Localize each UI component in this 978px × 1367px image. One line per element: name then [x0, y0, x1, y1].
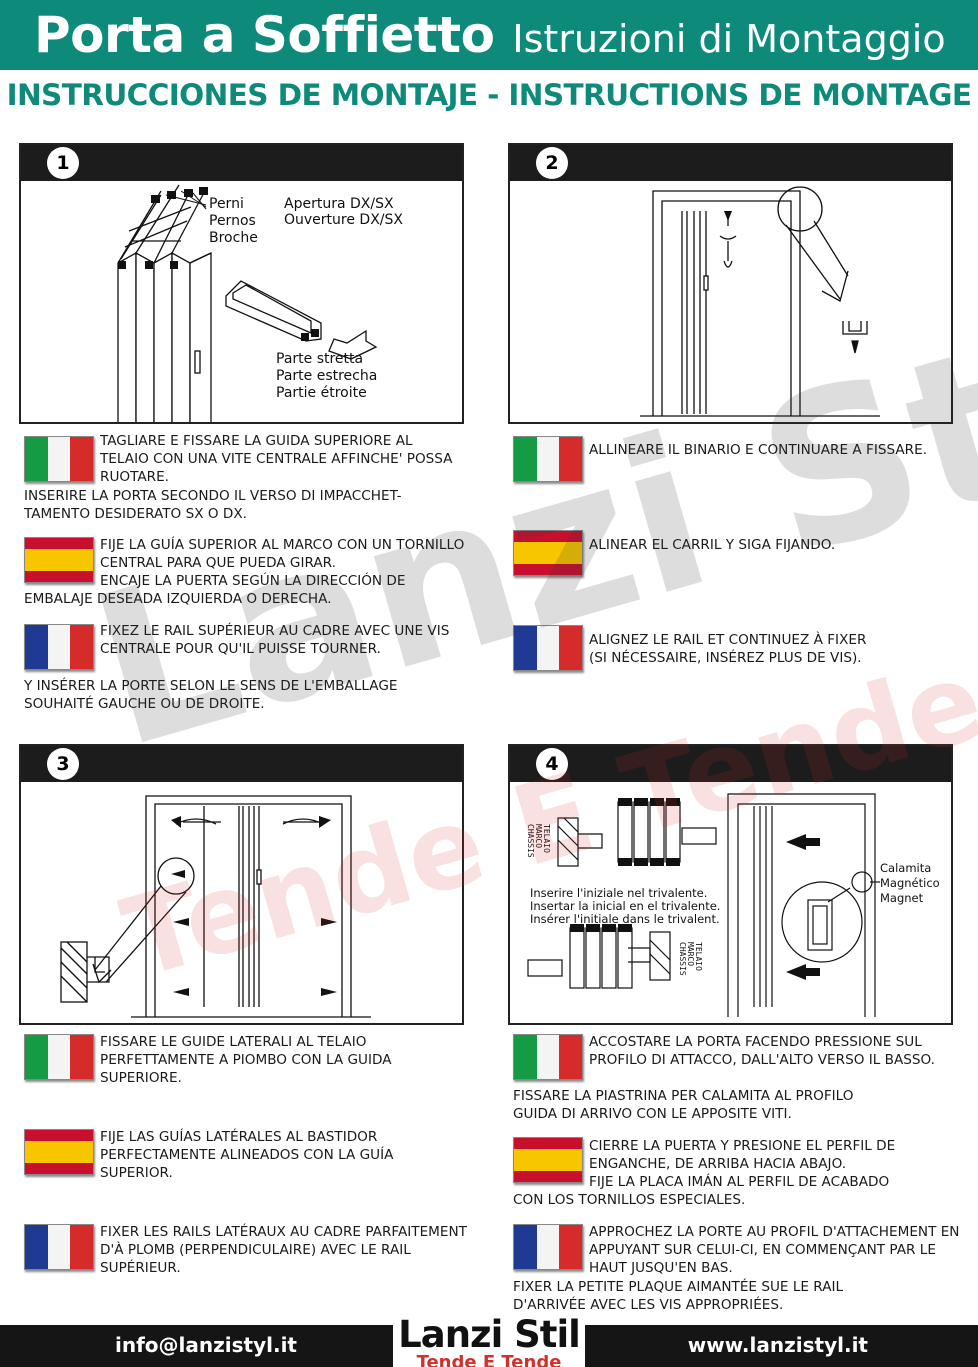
- chassis-label-bottom: CHASSIS: [678, 942, 687, 976]
- pins-label-es: Pernos: [209, 213, 256, 229]
- flag-fr-step2: [513, 625, 583, 671]
- logo-tagline: Tende E Tende: [416, 1355, 562, 1367]
- insert-label-es: Insertar la inicial en el trivalente.: [530, 899, 720, 913]
- magnet-label-it: Calamita: [880, 861, 931, 875]
- flag-es-step4: [513, 1137, 583, 1183]
- step-3-number: 3: [47, 748, 79, 780]
- step-1-panel: 1 Perni Pernos Broche Apertura D: [19, 143, 464, 424]
- magnet-label-fr: Magnet: [880, 891, 924, 905]
- brand-logo: Lanzi Stil Tende E Tende: [393, 1315, 585, 1367]
- step-1-header-bar: [21, 145, 462, 181]
- flag-it-step4: [513, 1034, 583, 1080]
- flag-es-step1: [24, 537, 94, 583]
- step-2-number: 2: [536, 147, 568, 179]
- languages-subtitle: INSTRUCCIONES DE MONTAJE - INSTRUCTIONS …: [6, 78, 972, 112]
- step-2-panel: 2: [508, 143, 953, 424]
- step2-text-fr: ALIGNEZ LE RAIL ET CONTINUEZ À FIXER (SI…: [589, 632, 867, 667]
- step-3-diagram: [60, 795, 371, 1018]
- narrow-label-it: Parte stretta: [276, 351, 363, 367]
- step2-text-es: ALINEAR EL CARRIL Y SIGA FIJANDO.: [589, 537, 836, 553]
- step-1-number: 1: [47, 147, 79, 179]
- insert-label-it: Inserire l'iniziale nel trivalente.: [530, 886, 707, 900]
- step-1-diagram: Perni Pernos Broche Apertura DX/SX Ouver…: [117, 184, 403, 422]
- insert-label-fr: Insérer l'initiale dans le trivalent.: [530, 912, 720, 926]
- narrow-label-es: Parte estrecha: [276, 368, 377, 384]
- step3-text-es: FIJE LAS GUÍAS LATÉRALES AL BASTIDOR PER…: [100, 1129, 394, 1182]
- pins-label-it: Perni: [209, 196, 244, 212]
- pins-label-fr: Broche: [209, 230, 258, 246]
- step-4-header-bar: [510, 746, 951, 782]
- page-subtitle: Istruzioni di Montaggio: [512, 17, 946, 61]
- magnet-label-es: Magnético: [880, 876, 940, 890]
- email-link[interactable]: info@lanzistyl.it: [115, 1333, 297, 1357]
- flag-it-step1: [24, 436, 94, 482]
- step1-text-es: FIJE LA GUÍA SUPERIOR AL MARCO CON UN TO…: [100, 537, 465, 590]
- telaio-label-bottom: TELAIO: [694, 942, 703, 971]
- marco-label-bottom: MARCO: [686, 942, 695, 966]
- step3-text-fr: FIXER LES RAILS LATÉRAUX AU CADRE PARFAI…: [100, 1224, 467, 1277]
- step-3-header-bar: [21, 746, 462, 782]
- narrow-label-fr: Partie étroite: [276, 385, 367, 401]
- step4-text-fr: APPROCHEZ LA PORTE AU PROFIL D'ATTACHEME…: [589, 1224, 960, 1277]
- step-4-number: 4: [536, 748, 568, 780]
- step-4-panel: 4: [508, 744, 953, 1025]
- page-title: Porta a Soffietto: [34, 6, 495, 64]
- logo-name: Lanzi Stil: [398, 1313, 581, 1356]
- step4-text-it: ACCOSTARE LA PORTA FACENDO PRESSIONE SUL…: [589, 1034, 935, 1069]
- flag-it-step3: [24, 1034, 94, 1080]
- step-2-diagram: [640, 186, 880, 417]
- website-link[interactable]: www.lanzistyl.it: [687, 1333, 868, 1357]
- step4-text-es-extra: CON LOS TORNILLOS ESPECIALES.: [513, 1192, 746, 1208]
- step1-text-it-extra: INSERIRE LA PORTA SECONDO IL VERSO DI IM…: [24, 488, 402, 523]
- step-4-diagram: CHASSIS MARCO TELAIO CHASSIS MARCO TELAI…: [526, 793, 940, 1017]
- step-2-header-bar: [510, 145, 951, 181]
- step4-text-es: CIERRE LA PUERTA Y PRESIONE EL PERFIL DE…: [589, 1138, 896, 1191]
- opening-label-it: Apertura DX/SX: [284, 196, 394, 212]
- flag-es-step2: [513, 530, 583, 576]
- step1-text-fr-extra: Y INSÉRER LA PORTE SELON LE SENS DE L'EM…: [24, 678, 398, 713]
- opening-label-fr: Ouverture DX/SX: [284, 212, 403, 228]
- flag-fr-step1: [24, 624, 94, 670]
- step4-text-it-extra: FISSARE LA PIASTRINA PER CALAMITA AL PRO…: [513, 1088, 854, 1123]
- step1-text-it: TAGLIARE E FISSARE LA GUIDA SUPERIORE AL…: [100, 433, 453, 486]
- flag-fr-step4: [513, 1224, 583, 1270]
- page-header: Porta a Soffietto Istruzioni di Montaggi…: [0, 0, 978, 70]
- page-footer: info@lanzistyl.it Lanzi Stil Tende E Ten…: [0, 1315, 978, 1367]
- step-3-panel: 3: [19, 744, 464, 1025]
- marco-label-top: MARCO: [534, 824, 543, 848]
- flag-es-step3: [24, 1129, 94, 1175]
- flag-it-step2: [513, 436, 583, 482]
- step1-text-fr: FIXEZ LE RAIL SUPÉRIEUR AU CADRE AVEC UN…: [100, 623, 450, 658]
- step1-text-es-extra: EMBALAJE DESEADA IZQUIERDA O DERECHA.: [24, 591, 332, 607]
- step2-text-it: ALLINEARE IL BINARIO E CONTINUARE A FISS…: [589, 442, 928, 458]
- step4-text-fr-extra: FIXER LA PETITE PLAQUE AIMANTÉE SUE LE R…: [513, 1279, 844, 1314]
- flag-fr-step3: [24, 1224, 94, 1270]
- chassis-label-top: CHASSIS: [526, 824, 535, 858]
- telaio-label-top: TELAIO: [542, 824, 551, 853]
- step3-text-it: FISSARE LE GUIDE LATERALI AL TELAIO PERF…: [100, 1034, 392, 1087]
